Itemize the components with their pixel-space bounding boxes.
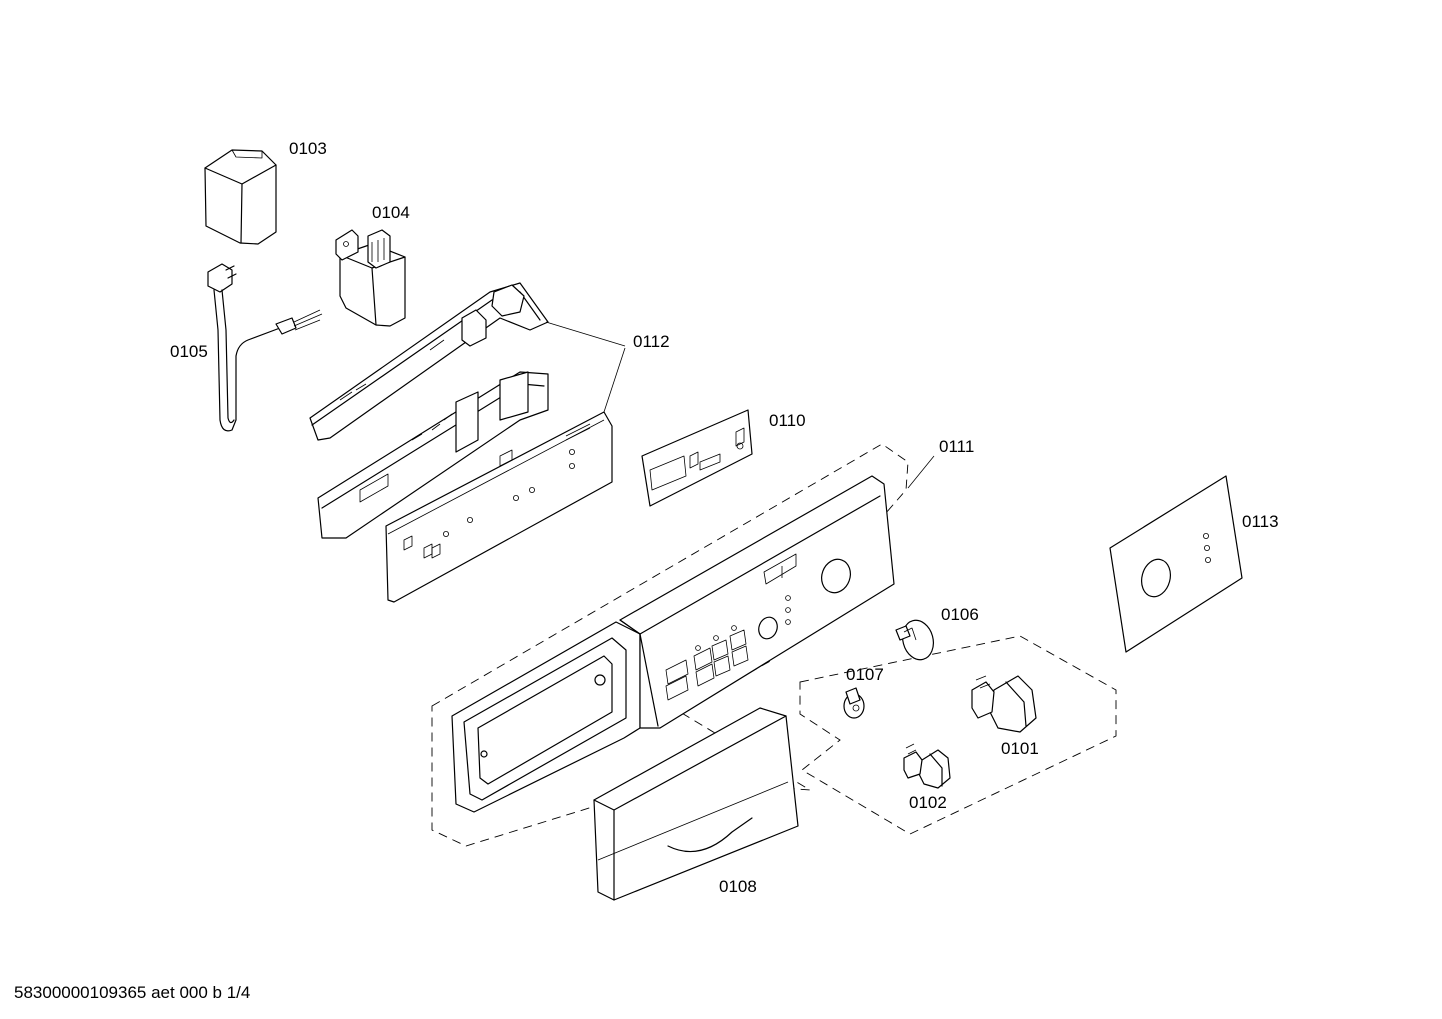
part-0111-control-panel [431,443,935,847]
label-0113: 0113 [1242,512,1279,531]
label-0110: 0110 [769,411,806,430]
label-0103: 0103 [289,139,327,158]
label-0107: 0107 [846,665,884,684]
part-0103-cover-cap [204,149,277,245]
document-code: 58300000109365 aet 000 b 1/4 [14,983,250,1002]
label-0102: 0102 [909,793,947,812]
part-0108-drawer-handle [593,707,799,901]
part-0102-temp-knob [903,743,951,789]
part-0112-control-module [309,282,626,603]
label-0106: 0106 [941,605,979,624]
part-0106-knob-cap [895,619,934,661]
label-0104: 0104 [372,203,410,222]
part-0101-program-knob [971,675,1037,733]
part-0105-mains-cable [207,263,323,432]
part-0113-decor-plate [1109,475,1243,653]
label-0111: 0111 [939,437,974,456]
label-0101: 0101 [1001,739,1039,758]
part-0104-filter [335,229,406,327]
knob-group [799,635,1117,835]
label-0105: 0105 [170,342,208,361]
label-0108: 0108 [719,877,757,896]
part-0110-display-board [641,409,753,507]
label-0112: 0112 [633,332,670,351]
part-0107-knob-shaft [843,687,865,719]
